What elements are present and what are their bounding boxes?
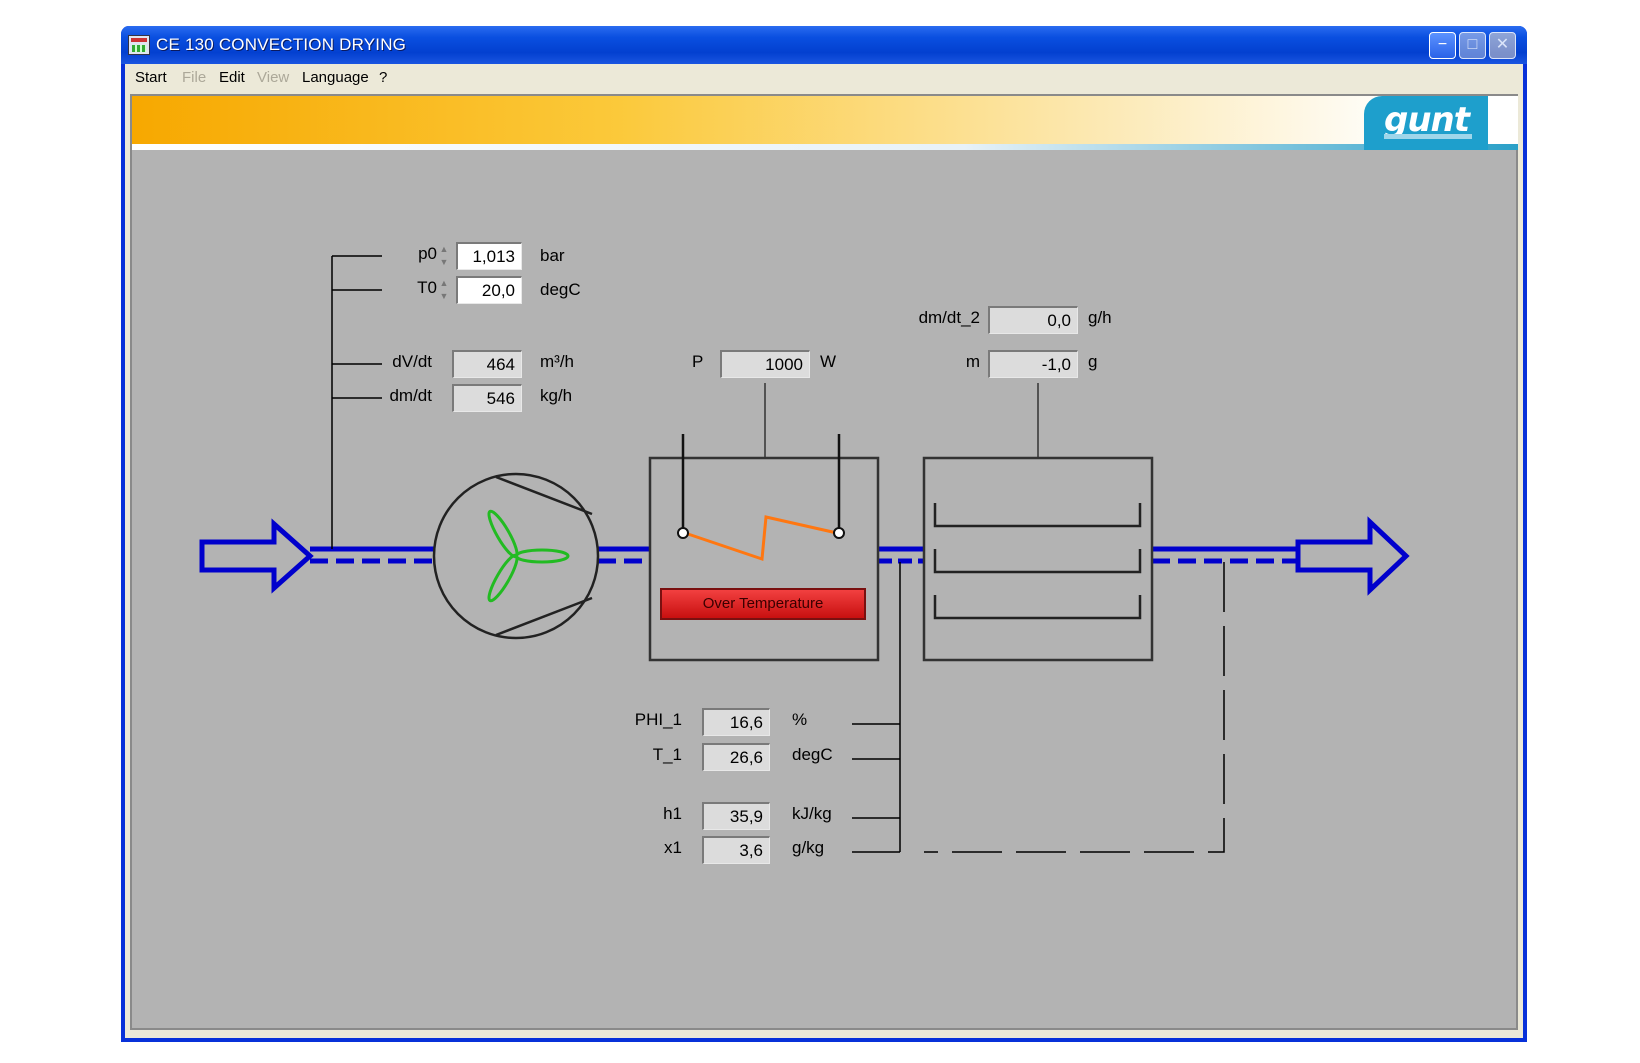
- dmdt2-display: 0,0: [988, 306, 1078, 334]
- unit-power: W: [820, 352, 837, 371]
- inlet-arrow-icon: [199, 518, 314, 594]
- maximize-button[interactable]: □: [1459, 32, 1486, 59]
- application-window: CE 130 CONVECTION DRYING − □ ✕ Start Fil…: [121, 26, 1527, 1042]
- dmdt-display: 546: [452, 384, 522, 412]
- logo-underline: [1384, 134, 1472, 139]
- app-icon[interactable]: [128, 35, 150, 55]
- close-button[interactable]: ✕: [1489, 32, 1516, 59]
- heating-element-icon: [684, 515, 838, 562]
- title-bar[interactable]: CE 130 CONVECTION DRYING − □ ✕: [121, 26, 1527, 64]
- process-panel: gunt: [130, 94, 1518, 1030]
- unit-mass: g: [1088, 352, 1098, 371]
- spin-up-icon: ▲: [439, 278, 449, 288]
- power-display: 1000: [720, 350, 810, 378]
- drying-trays-icon: [933, 503, 1142, 620]
- minimize-button[interactable]: −: [1429, 32, 1456, 59]
- t0-input[interactable]: 20,0: [456, 276, 522, 304]
- label-t1: T_1: [652, 745, 682, 764]
- menu-view: View: [257, 69, 290, 86]
- unit-t1: degC: [792, 745, 833, 764]
- x1-display: 3,6: [702, 836, 770, 864]
- outlet-arrow-icon: [1295, 516, 1410, 596]
- menu-file: File: [182, 69, 207, 86]
- client-area: Start File Edit View Language ? gunt: [125, 64, 1523, 1038]
- t1-display: 26,6: [702, 743, 770, 771]
- unit-phi1: %: [792, 710, 808, 729]
- fan-blades-icon: [487, 509, 570, 603]
- unit-x1: g/kg: [792, 838, 825, 857]
- window-title: CE 130 CONVECTION DRYING: [156, 35, 407, 54]
- label-x1: x1: [664, 838, 682, 857]
- gunt-logo: gunt: [1364, 96, 1488, 150]
- unit-t0: degC: [540, 280, 581, 299]
- p0-input[interactable]: 1,013: [456, 242, 522, 270]
- menu-start[interactable]: Start: [135, 69, 167, 86]
- unit-dmdt2: g/h: [1088, 308, 1112, 327]
- dvdt-display: 464: [452, 350, 522, 378]
- spin-down-icon: ▼: [439, 257, 449, 267]
- process-schematic: [199, 255, 1410, 853]
- air-duct-lines: [310, 546, 1298, 564]
- outlet-dashed-line: [924, 562, 1225, 853]
- banner-strip: [132, 144, 1518, 150]
- heater-icon: [648, 383, 880, 662]
- label-dmdt: dm/dt: [389, 386, 432, 405]
- spin-down-icon: ▼: [439, 291, 449, 301]
- drying-chamber-icon: [922, 383, 1154, 662]
- label-dvdt: dV/dt: [392, 352, 432, 371]
- label-phi1: PHI_1: [634, 710, 682, 729]
- fan-icon: [432, 472, 600, 640]
- unit-p0: bar: [540, 246, 565, 265]
- phi1-display: 16,6: [702, 708, 770, 736]
- logo-text: gunt: [1384, 100, 1470, 140]
- spin-up-icon: ▲: [439, 244, 449, 254]
- inlet-sensor-lines: [331, 255, 382, 549]
- label-h1: h1: [663, 804, 682, 823]
- over-temperature-alarm: Over Temperature: [660, 588, 866, 620]
- header-banner: [132, 96, 1518, 148]
- mass-display: -1,0: [988, 350, 1078, 378]
- label-t0: T0: [417, 278, 437, 297]
- unit-dvdt: m³/h: [540, 352, 574, 371]
- menu-edit[interactable]: Edit: [219, 69, 245, 86]
- t0-spinner[interactable]: ▲▼: [438, 277, 450, 305]
- unit-dmdt: kg/h: [540, 386, 573, 405]
- menu-help[interactable]: ?: [379, 69, 388, 86]
- measurement-sensor-lines: [852, 562, 901, 853]
- p0-spinner[interactable]: ▲▼: [438, 243, 450, 271]
- label-mass: m: [965, 352, 980, 371]
- menu-bar: Start File Edit View Language ?: [125, 64, 1523, 92]
- menu-language[interactable]: Language: [302, 69, 369, 86]
- label-power: P: [692, 352, 704, 371]
- label-dmdt2: dm/dt_2: [918, 308, 980, 327]
- h1-display: 35,9: [702, 802, 770, 830]
- label-p0: p0: [418, 244, 437, 263]
- unit-h1: kJ/kg: [792, 804, 832, 823]
